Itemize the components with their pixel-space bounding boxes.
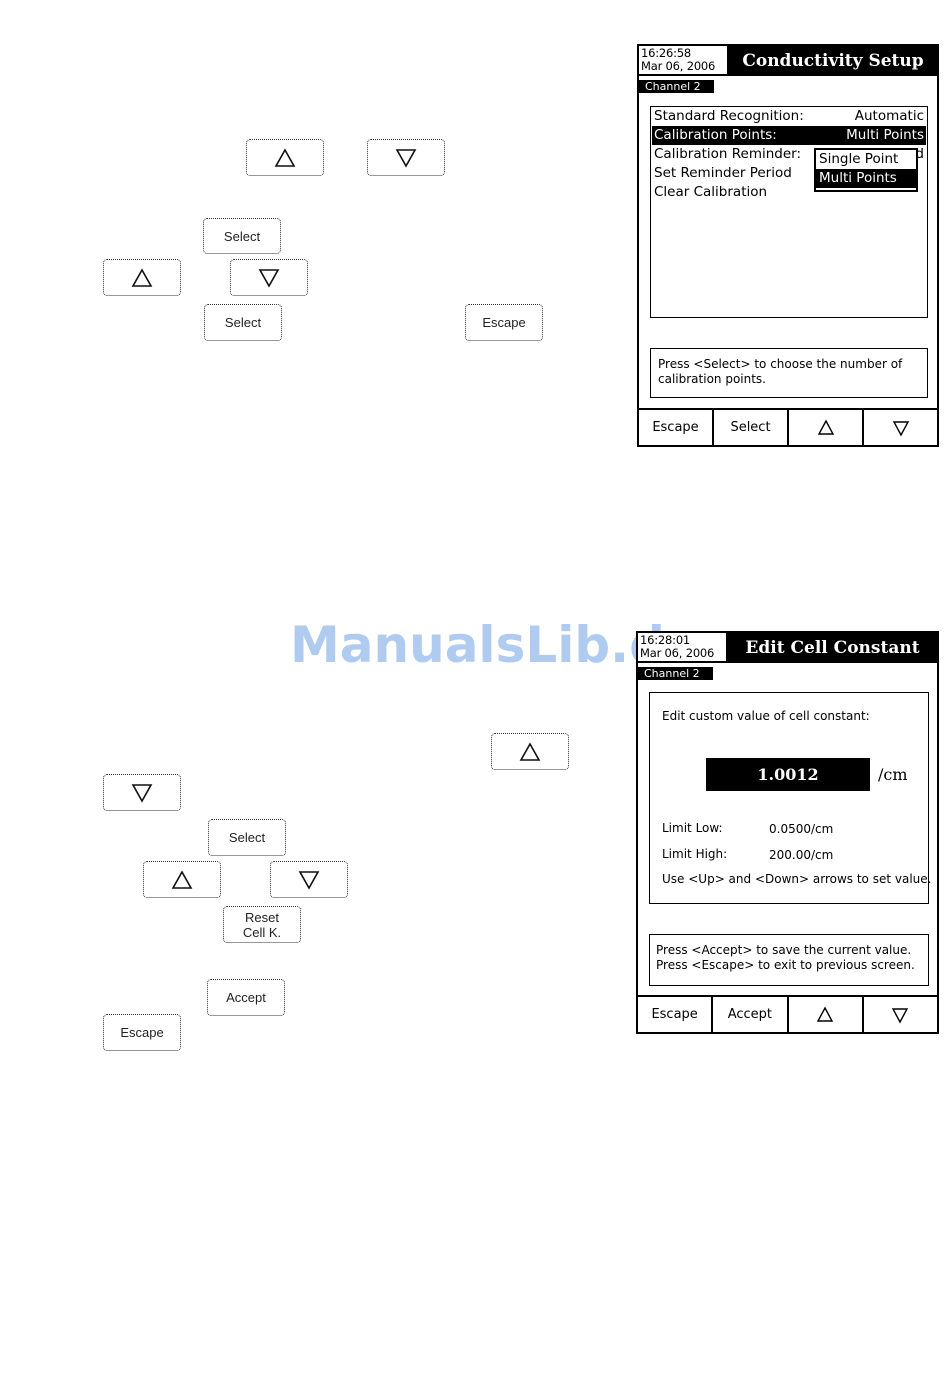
datetime-display: 16:28:01 Mar 06, 2006 <box>638 633 728 663</box>
unit-label: /cm <box>878 765 908 784</box>
help-message-box: Press <Select> to choose the number of c… <box>650 348 928 398</box>
softkey-escape[interactable]: Escape <box>638 997 714 1032</box>
down-arrow-icon <box>892 1007 909 1023</box>
menu-item-calibration-reminder[interactable]: Calibration Reminder: d <box>652 145 926 164</box>
up-arrow-icon <box>274 147 296 167</box>
accept-key-button[interactable]: Accept <box>207 979 285 1016</box>
escape-key-label: Escape <box>482 315 526 330</box>
escape-key-label: Escape <box>120 1025 164 1040</box>
calibration-points-popup: Single Point Multi Points <box>814 148 918 192</box>
up-key-button[interactable] <box>143 861 221 898</box>
screen-title: Conductivity Setup <box>729 46 937 76</box>
softkey-up[interactable] <box>789 410 864 445</box>
down-key-button[interactable] <box>230 259 308 296</box>
up-arrow-icon <box>171 869 193 889</box>
up-key-button[interactable] <box>103 259 181 296</box>
down-arrow-icon <box>131 783 153 803</box>
reset-key-label-line1: Reset <box>245 909 279 925</box>
softkey-up[interactable] <box>789 997 864 1032</box>
up-key-button[interactable] <box>491 733 569 770</box>
down-key-button[interactable] <box>367 139 445 176</box>
date-text: Mar 06, 2006 <box>640 646 715 660</box>
conductivity-setup-screen: 16:26:58 Mar 06, 2006 Conductivity Setup… <box>637 44 939 447</box>
settings-menu: Standard Recognition: Automatic Calibrat… <box>650 106 928 318</box>
menu-item-label: Calibration Points: <box>654 127 777 143</box>
softkey-bar: Escape Select <box>639 408 937 445</box>
help-message-line2: Press <Escape> to exit to previous scree… <box>656 958 915 972</box>
date-text: Mar 06, 2006 <box>641 59 716 73</box>
menu-item-value: Automatic <box>854 108 924 124</box>
watermark: ManualsLib.de <box>290 616 699 674</box>
softkey-bar: Escape Accept <box>638 995 937 1032</box>
up-arrow-icon <box>817 419 834 435</box>
select-key-label: Select <box>224 315 262 330</box>
softkey-down[interactable] <box>864 410 937 445</box>
softkey-down[interactable] <box>864 997 937 1032</box>
reset-cell-k-key-button[interactable]: Reset Cell K. <box>223 906 301 943</box>
select-key-button[interactable]: Select <box>203 218 281 254</box>
select-key-label: Select <box>223 228 261 244</box>
channel-badge: Channel 2 <box>639 80 714 93</box>
time-text: 16:28:01 <box>640 633 691 647</box>
accept-key-label: Accept <box>226 990 266 1005</box>
limit-low-label: Limit Low: <box>662 821 723 835</box>
help-message-line1: Press <Accept> to save the current value… <box>656 943 912 957</box>
down-key-button[interactable] <box>103 774 181 811</box>
reset-key-label-line2: Cell K. <box>242 924 282 940</box>
menu-item-clear-calibration[interactable]: Clear Calibration <box>652 183 926 202</box>
softkey-select[interactable]: Select <box>714 410 789 445</box>
down-arrow-icon <box>395 148 417 168</box>
limit-low-value: 0.0500/cm <box>769 822 834 836</box>
softkey-accept[interactable]: Accept <box>713 997 789 1032</box>
time-text: 16:26:58 <box>641 46 692 60</box>
down-arrow-icon <box>258 268 280 288</box>
up-arrow-icon <box>816 1006 834 1022</box>
escape-key-button[interactable]: Escape <box>465 304 543 341</box>
down-key-button[interactable] <box>270 861 348 898</box>
edit-cell-constant-screen: 16:28:01 Mar 06, 2006 Edit Cell Constant… <box>636 631 939 1034</box>
cell-constant-value-field[interactable]: 1.0012 <box>706 758 870 791</box>
popup-option-single-point[interactable]: Single Point <box>819 151 899 167</box>
menu-item-label: Calibration Reminder: <box>654 146 802 162</box>
menu-item-label: Standard Recognition: <box>654 108 804 124</box>
select-key-label: Select <box>228 830 266 845</box>
menu-item-standard-recognition[interactable]: Standard Recognition: Automatic <box>652 107 926 126</box>
arrow-hint: Use <Up> and <Down> arrows to set value. <box>662 872 932 886</box>
select-key-button[interactable]: Select <box>208 819 286 856</box>
cell-constant-panel: Edit custom value of cell constant: 1.00… <box>649 692 932 904</box>
datetime-display: 16:26:58 Mar 06, 2006 <box>639 46 729 76</box>
help-message-box: Press <Accept> to save the current value… <box>649 934 929 986</box>
down-arrow-icon <box>298 870 320 890</box>
select-key-button[interactable]: Select <box>204 304 282 341</box>
screen-title: Edit Cell Constant <box>728 633 937 663</box>
limit-high-label: Limit High: <box>662 847 728 861</box>
up-key-button[interactable] <box>246 139 324 176</box>
menu-item-label: Set Reminder Period <box>654 165 792 181</box>
menu-item-value: Multi Points <box>846 127 924 143</box>
menu-item-value: d <box>915 146 924 162</box>
channel-badge: Channel 2 <box>638 667 713 680</box>
edit-prompt: Edit custom value of cell constant: <box>662 709 870 723</box>
menu-item-label: Clear Calibration <box>654 184 768 200</box>
help-message-text: Press <Select> to choose the number of c… <box>658 357 903 386</box>
up-arrow-icon <box>131 267 153 287</box>
up-arrow-icon <box>519 741 541 761</box>
escape-key-button[interactable]: Escape <box>103 1014 181 1051</box>
softkey-escape[interactable]: Escape <box>639 410 714 445</box>
menu-item-calibration-points[interactable]: Calibration Points: Multi Points <box>652 126 926 145</box>
popup-option-multi-points[interactable]: Multi Points <box>816 169 916 188</box>
down-arrow-icon <box>892 420 909 436</box>
limit-high-value: 200.00/cm <box>769 848 834 862</box>
menu-item-set-reminder-period[interactable]: Set Reminder Period <box>652 164 926 183</box>
